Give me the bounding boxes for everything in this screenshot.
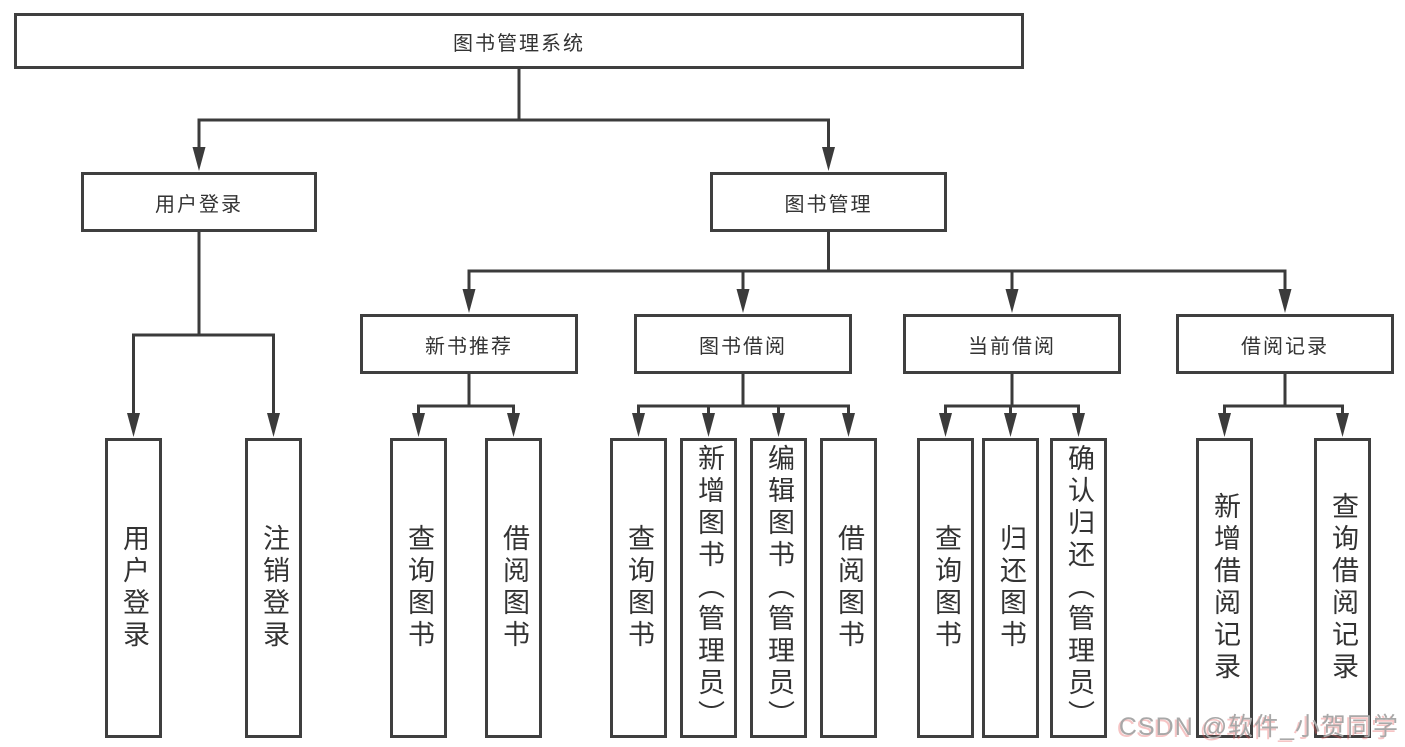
node-current-borrow: 当前借阅 [903, 314, 1121, 374]
leaf-user-login-label: 用户登录 [119, 524, 149, 652]
arrowhead-icon [632, 413, 645, 437]
leaf-add-borrow-record: 新增借阅记录 [1196, 438, 1253, 738]
leaf-edit-book-admin: 编辑图书（管理员） [750, 438, 807, 738]
leaf-confirm-return-admin: 确认归还（管理员） [1050, 438, 1107, 738]
node-user-login: 用户登录 [81, 172, 317, 232]
arrowhead-icon [1005, 289, 1019, 313]
leaf-query-borrow-record-label: 查询借阅记录 [1328, 492, 1358, 684]
leaf-logout-label: 注销登录 [259, 524, 289, 652]
arrowhead-icon [507, 413, 520, 437]
node-new-book-recommend: 新书推荐 [360, 314, 578, 374]
leaf-logout: 注销登录 [245, 438, 302, 738]
arrowhead-icon [1336, 413, 1349, 437]
node-root-label: 图书管理系统 [453, 32, 585, 55]
leaf-borrow-books-label: 借阅图书 [834, 524, 864, 652]
node-current-borrow-label: 当前借阅 [968, 335, 1056, 358]
leaf-query-books-current: 查询图书 [917, 438, 974, 738]
leaf-query-borrow-record: 查询借阅记录 [1314, 438, 1371, 738]
leaf-borrow-books: 借阅图书 [820, 438, 877, 738]
leaf-query-books-recommend-label: 查询图书 [404, 524, 434, 652]
node-book-management-label: 图书管理 [784, 193, 873, 216]
leaf-user-login: 用户登录 [105, 438, 162, 738]
arrowhead-icon [1072, 413, 1085, 437]
arrowhead-icon [1004, 413, 1017, 437]
arrowhead-icon [267, 413, 280, 437]
csdn-watermark: CSDN @软件_小贺同学 [1118, 713, 1399, 741]
leaf-confirm-return-admin-label: 确认归还（管理员） [1064, 444, 1094, 732]
leaf-add-borrow-record-label: 新增借阅记录 [1210, 492, 1240, 684]
leaf-query-books-borrow-label: 查询图书 [624, 524, 654, 652]
leaf-add-book-admin-label: 新增图书（管理员） [694, 444, 724, 732]
node-user-login-label: 用户登录 [155, 193, 243, 216]
node-book-management: 图书管理 [710, 172, 947, 232]
node-borrow-records: 借阅记录 [1176, 314, 1394, 374]
arrowhead-icon [462, 289, 476, 313]
leaf-return-book-label: 归还图书 [996, 524, 1026, 652]
arrowhead-icon [842, 413, 855, 437]
arrowhead-icon [1218, 413, 1231, 437]
node-new-book-recommend-label: 新书推荐 [425, 335, 513, 358]
leaf-query-books-borrow: 查询图书 [610, 438, 667, 738]
leaf-return-book: 归还图书 [982, 438, 1039, 738]
leaf-query-books-current-label: 查询图书 [931, 524, 961, 652]
arrowhead-icon [822, 147, 835, 171]
leaf-edit-book-admin-label: 编辑图书（管理员） [764, 444, 794, 732]
arrowhead-icon [1278, 289, 1292, 313]
leaf-borrow-books-recommend: 借阅图书 [485, 438, 542, 738]
arrowhead-icon [702, 413, 715, 437]
arrowhead-icon [736, 289, 750, 313]
arrowhead-icon [192, 147, 206, 171]
node-borrow-records-label: 借阅记录 [1241, 335, 1329, 358]
leaf-add-book-admin: 新增图书（管理员） [680, 438, 737, 738]
arrowhead-icon [772, 413, 785, 437]
arrowhead-icon [939, 413, 952, 437]
leaf-query-books-recommend: 查询图书 [390, 438, 447, 738]
arrowhead-icon [412, 413, 425, 437]
arrowhead-icon [127, 413, 140, 437]
node-root: 图书管理系统 [14, 13, 1024, 69]
node-book-borrow: 图书借阅 [634, 314, 852, 374]
node-book-borrow-label: 图书借阅 [699, 335, 787, 358]
leaf-borrow-books-recommend-label: 借阅图书 [499, 524, 529, 652]
